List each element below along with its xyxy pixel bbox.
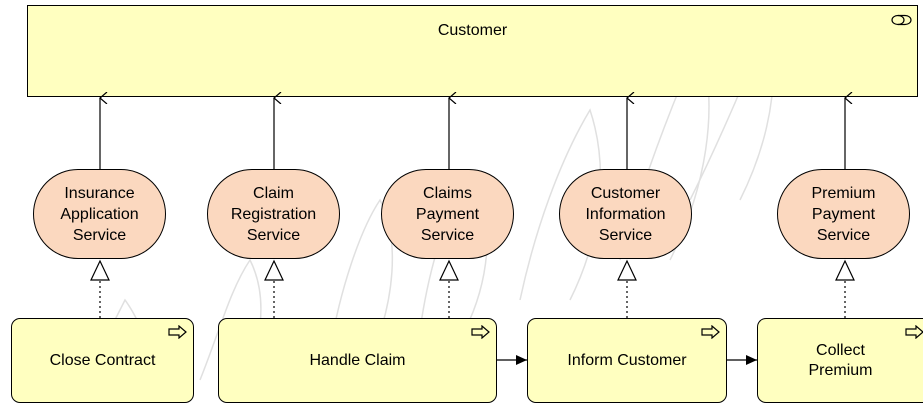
- realization-triangle-3: [439, 259, 459, 281]
- arrow-right-icon: [905, 325, 923, 339]
- process-close-contract[interactable]: Close Contract: [11, 318, 194, 403]
- service-premium-payment[interactable]: Premium Payment Service: [777, 169, 910, 259]
- arrow-right-icon: [168, 325, 187, 339]
- role-title: Customer: [437, 22, 508, 39]
- process-collect-premium[interactable]: Collect Premium: [757, 318, 923, 403]
- arrow-right-icon: [471, 325, 490, 339]
- realization-triangle-1: [90, 259, 110, 281]
- role-icon: [891, 14, 912, 26]
- process-handle-claim[interactable]: Handle Claim: [218, 318, 497, 403]
- service-label: Claims Payment Service: [415, 184, 480, 244]
- realization-triangle-5: [835, 259, 855, 281]
- customer-role-box[interactable]: Customer: [27, 5, 918, 97]
- service-label: Claim Registration Service: [230, 184, 317, 244]
- realization-triangle-4: [617, 259, 637, 281]
- service-claims-payment[interactable]: Claims Payment Service: [381, 169, 514, 259]
- process-label: Handle Claim: [309, 351, 406, 369]
- process-label: Collect Premium: [808, 341, 873, 379]
- arrow-right-icon: [701, 325, 720, 339]
- service-claim-registration[interactable]: Claim Registration Service: [207, 169, 340, 259]
- service-insurance-application[interactable]: Insurance Application Service: [33, 169, 166, 259]
- process-label: Inform Customer: [567, 351, 687, 369]
- service-label: Premium Payment Service: [811, 184, 876, 244]
- process-inform-customer[interactable]: Inform Customer: [527, 318, 727, 403]
- process-label: Close Contract: [49, 351, 156, 369]
- realization-triangle-2: [264, 259, 284, 281]
- service-label: Insurance Application Service: [60, 184, 139, 244]
- service-label: Customer Information Service: [585, 184, 666, 244]
- service-customer-information[interactable]: Customer Information Service: [559, 169, 692, 259]
